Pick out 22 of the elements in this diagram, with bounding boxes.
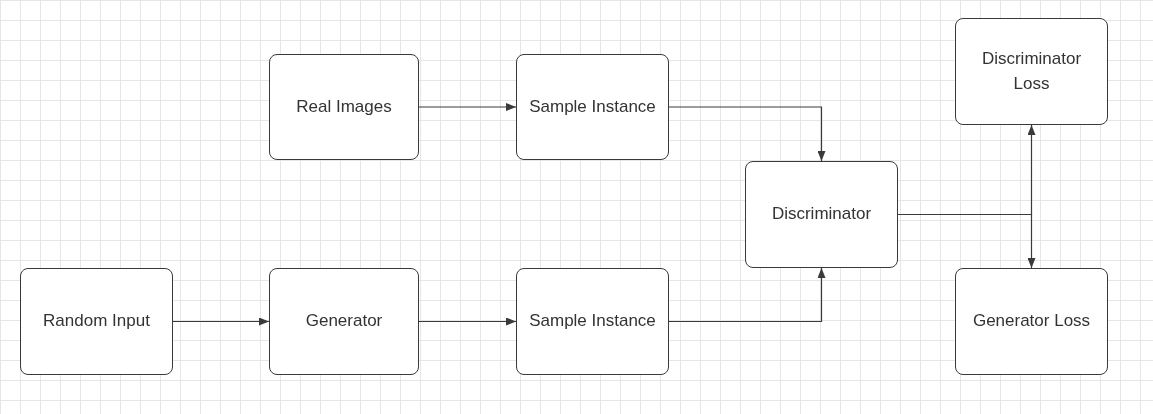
- process-box: [269, 268, 419, 375]
- arrow: [172, 317, 270, 326]
- node-label: Discriminator: [771, 203, 872, 226]
- process-box: [955, 268, 1108, 375]
- node-label: Generator Loss: [972, 310, 1091, 333]
- arrow: [897, 213, 1036, 269]
- node-label: Sample Instance: [529, 310, 656, 333]
- arrow: [418, 317, 517, 326]
- process-box: [516, 268, 669, 375]
- process-box: [955, 18, 1108, 125]
- process-box: [516, 54, 669, 160]
- arrow: [668, 106, 826, 162]
- node-label: Real Images: [296, 95, 392, 118]
- node-label: Discriminator Loss: [980, 47, 1083, 95]
- arrow: [668, 267, 826, 323]
- process-box: [269, 54, 419, 160]
- node-label: Random Input: [43, 310, 150, 333]
- arrow: [418, 103, 517, 111]
- node-label: Generator: [305, 310, 383, 333]
- node-label: Sample Instance: [529, 95, 656, 118]
- process-box: [745, 161, 898, 268]
- process-box: [20, 268, 173, 375]
